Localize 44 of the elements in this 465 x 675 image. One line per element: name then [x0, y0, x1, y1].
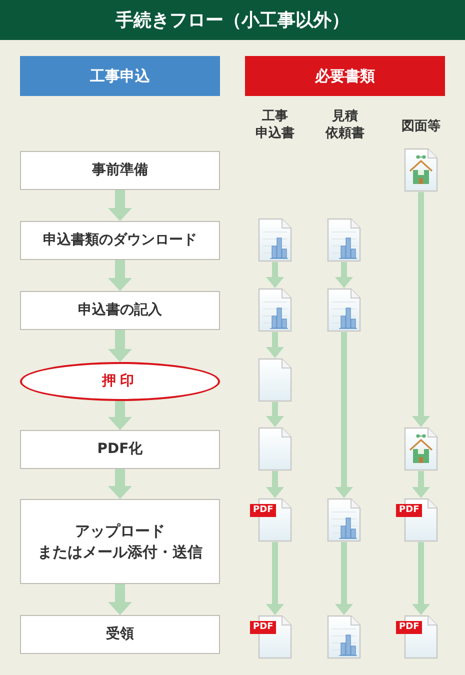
spreadsheet-file-icon: [327, 288, 361, 332]
header-band: 工事申込: [20, 56, 220, 96]
arrow: [108, 584, 132, 615]
arrow: [266, 332, 284, 358]
arrow: [335, 542, 353, 615]
spreadsheet-file-icon: [327, 218, 361, 262]
drawing-file-icon: [404, 427, 438, 471]
document-icon: [258, 358, 292, 402]
process-box: 事前準備: [20, 151, 220, 190]
spreadsheet-file-icon: [327, 615, 361, 659]
spreadsheet-file-icon: [327, 498, 361, 542]
pdf-badge: PDF: [250, 504, 276, 517]
arrow: [412, 542, 430, 615]
process-box: アップロードまたはメール添付・送信: [20, 499, 220, 584]
pdf-badge: PDF: [250, 621, 276, 634]
column-heading: 工事申込書: [254, 108, 296, 142]
arrow: [335, 262, 353, 288]
arrow: [108, 190, 132, 221]
arrow: [335, 332, 353, 498]
arrow: [266, 471, 284, 498]
arrow: [266, 262, 284, 288]
process-box: 受領: [20, 615, 220, 654]
spreadsheet-file-icon: [258, 288, 292, 332]
title-bar: 手続きフロー（小工事以外）: [0, 0, 465, 40]
pdf-badge: PDF: [396, 621, 422, 634]
arrow: [266, 542, 284, 615]
spreadsheet-file-icon: [258, 218, 292, 262]
column-heading: 図面等: [400, 118, 442, 135]
column-heading: 見積依頼書: [324, 108, 366, 142]
arrow: [108, 401, 132, 430]
process-box: 申込書類のダウンロード: [20, 221, 220, 260]
process-ellipse: 押印: [20, 362, 220, 401]
arrow: [412, 471, 430, 498]
arrow: [266, 402, 284, 427]
header-band: 必要書類: [245, 56, 445, 96]
drawing-file-icon: [404, 148, 438, 192]
arrow: [108, 330, 132, 362]
process-box: 申込書の記入: [20, 291, 220, 330]
process-box: PDF化: [20, 430, 220, 469]
pdf-badge: PDF: [396, 504, 422, 517]
arrow: [108, 469, 132, 499]
arrow: [108, 260, 132, 291]
arrow: [412, 192, 430, 427]
document-icon: [258, 427, 292, 471]
